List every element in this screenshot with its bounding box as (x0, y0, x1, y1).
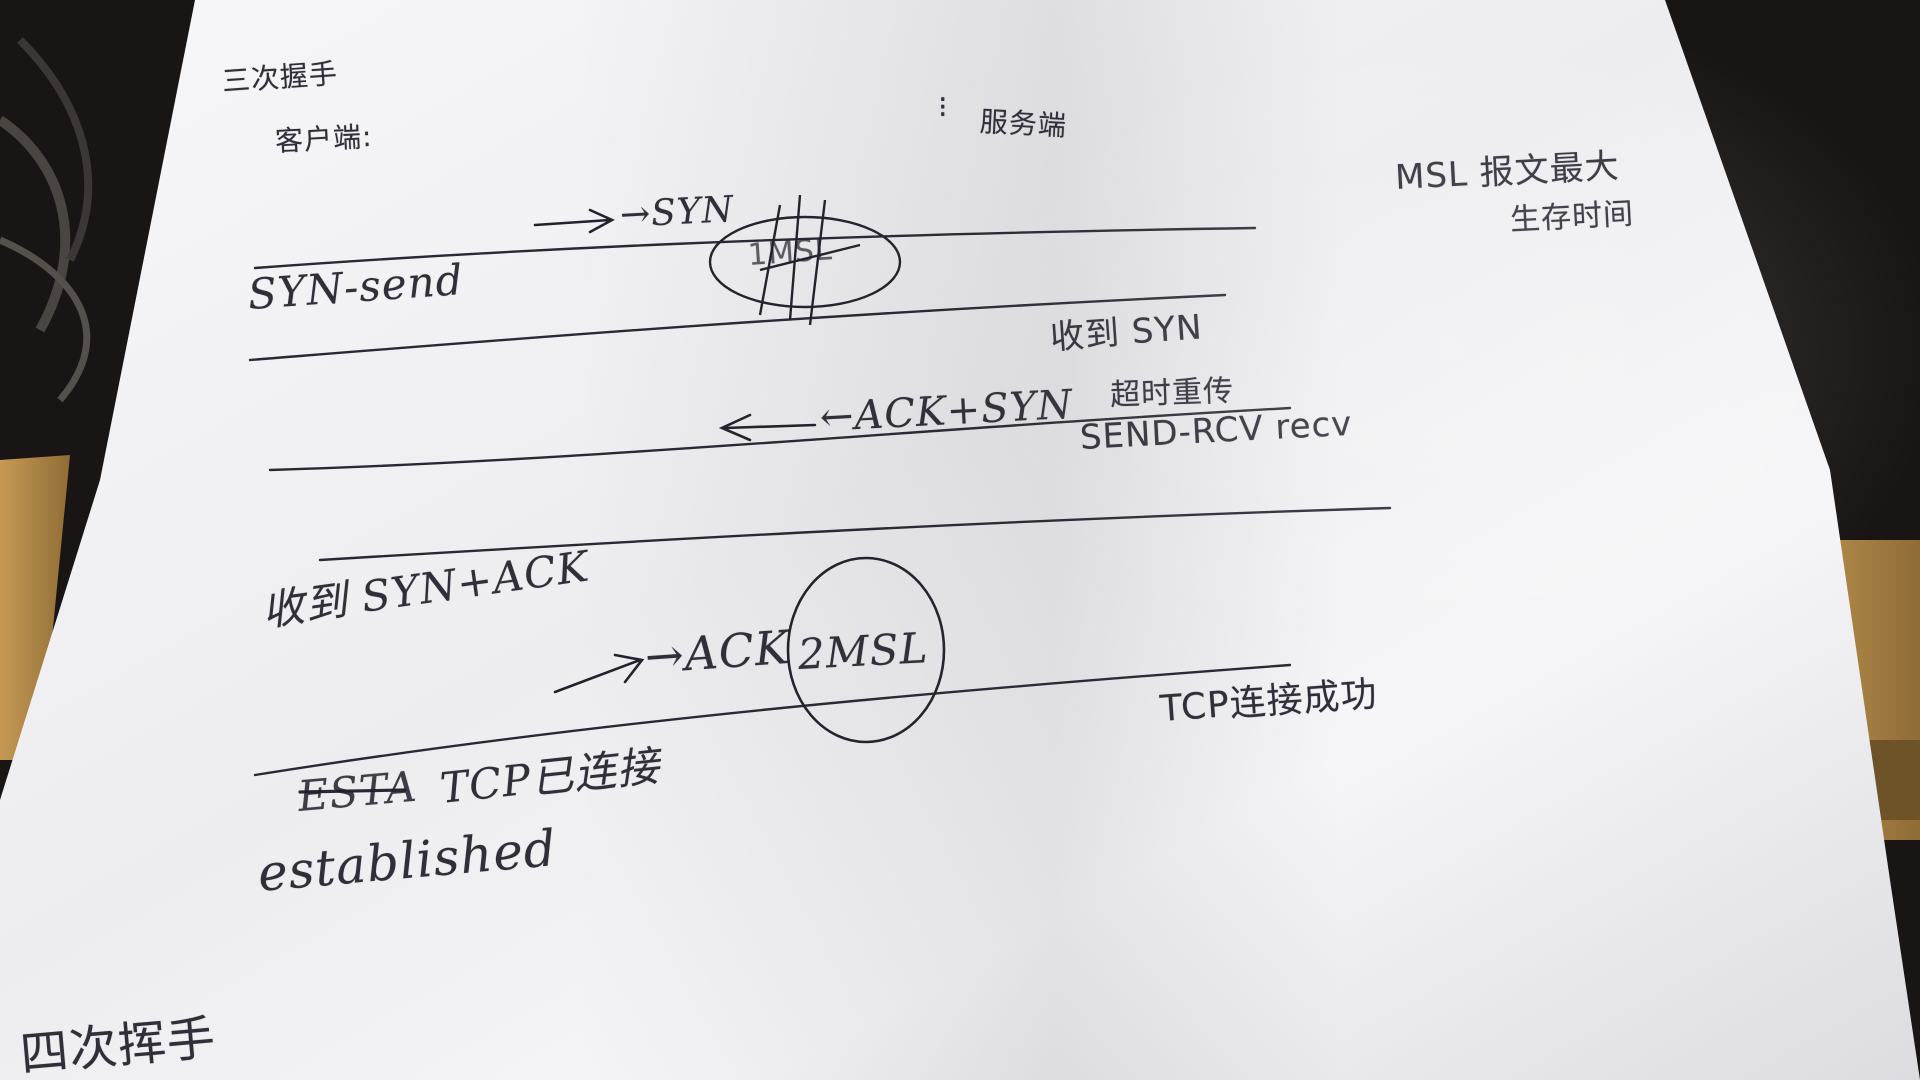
esta-strike (298, 788, 407, 794)
drawn-arrows (533, 208, 817, 694)
client-label: 客户端: (274, 119, 374, 158)
fabric-streak (0, 115, 71, 333)
crossed-msl-label: 1MSL (746, 232, 834, 273)
server-label: 服务端 (979, 105, 1068, 143)
two-msl-circle (786, 556, 946, 744)
wood-table-left (0, 455, 70, 760)
fabric-streak (17, 37, 93, 262)
syn-arrow-icon (533, 208, 615, 234)
crossout-strokes-icon (758, 194, 861, 326)
esta-label: ESTA (295, 761, 420, 821)
line-2 (248, 293, 1227, 362)
crossed-ellipse (708, 215, 902, 309)
server-marker: ⁝ (938, 90, 949, 125)
line-5 (253, 663, 1292, 777)
handwritten-lines (248, 226, 1392, 794)
line-1 (253, 226, 1257, 270)
scribble-circle (708, 194, 902, 326)
title-three-way-handshake: 三次握手 (220, 56, 339, 98)
msl-note-line2: 生存时间 (1509, 196, 1635, 238)
line-3 (268, 406, 1292, 472)
ack-arrow-icon (553, 653, 645, 694)
fabric-streak (0, 236, 91, 403)
timeout-retry-label: 超时重传 (1109, 373, 1235, 413)
ack-syn-arrow-icon (718, 413, 817, 442)
syn-label: →SYN (618, 189, 736, 236)
ack-label: →ACK (643, 619, 792, 684)
two-msl-label: 2MSL (796, 623, 930, 679)
line-4 (318, 506, 1392, 562)
